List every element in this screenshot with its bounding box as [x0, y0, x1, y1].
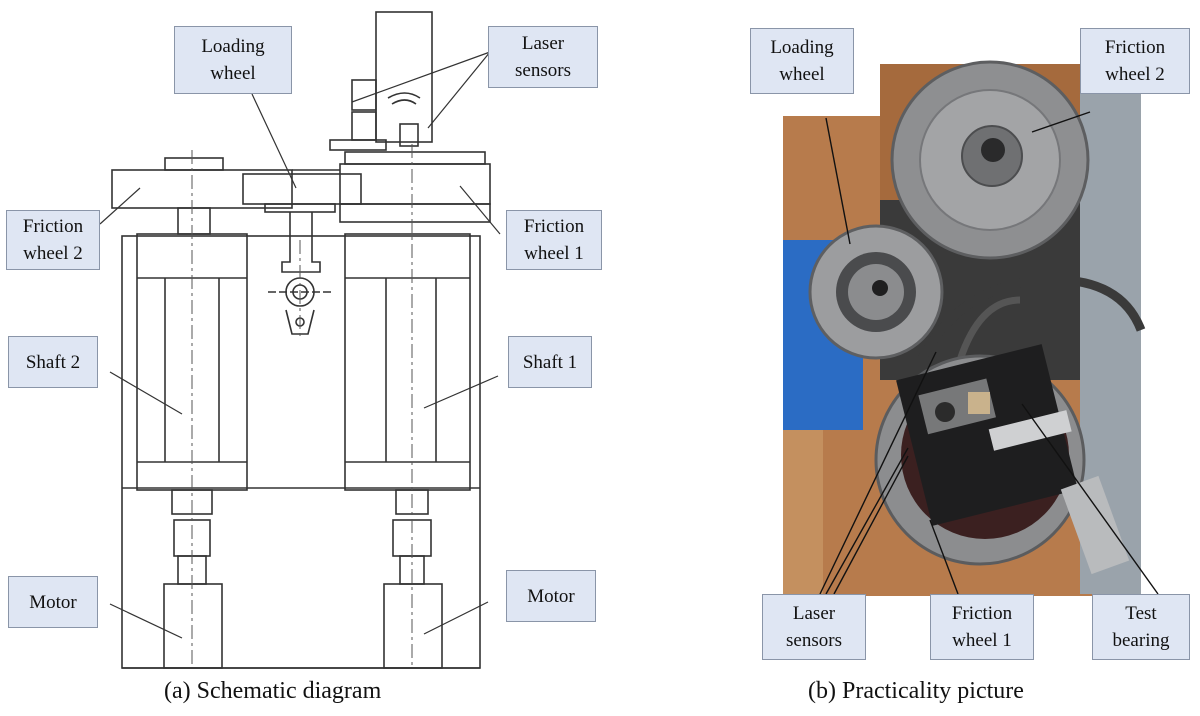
- schematic-label-motor-left: Motor: [8, 576, 98, 628]
- photo-test-bearing-stage: [896, 344, 1078, 526]
- photo-label-laser-sensors: Laser sensors: [762, 594, 866, 660]
- motor-left-shape: [163, 583, 223, 669]
- schematic-label-shaft-1: Shaft 1: [508, 336, 592, 388]
- photo-label-friction-wheel-2: Friction wheel 2: [1080, 28, 1190, 94]
- schematic-label-friction-wheel-2: Friction wheel 2: [6, 210, 100, 270]
- laser-sensor-housing: [375, 11, 433, 143]
- schematic-label-friction-wheel-1: Friction wheel 1: [506, 210, 602, 270]
- motor-right-shape: [383, 583, 443, 669]
- schematic-label-shaft-2: Shaft 2: [8, 336, 98, 388]
- photo-label-friction-wheel-1: Friction wheel 1: [930, 594, 1034, 660]
- schematic-label-laser-sensors: Laser sensors: [488, 26, 598, 88]
- photo-label-loading-wheel: Loading wheel: [750, 28, 854, 94]
- schematic-label-loading-wheel: Loading wheel: [174, 26, 292, 94]
- photo-caption: (b) Practicality picture: [808, 678, 1024, 704]
- schematic-caption: (a) Schematic diagram: [164, 678, 382, 704]
- schematic-label-motor-right: Motor: [506, 570, 596, 622]
- photo-label-test-bearing: Test bearing: [1092, 594, 1190, 660]
